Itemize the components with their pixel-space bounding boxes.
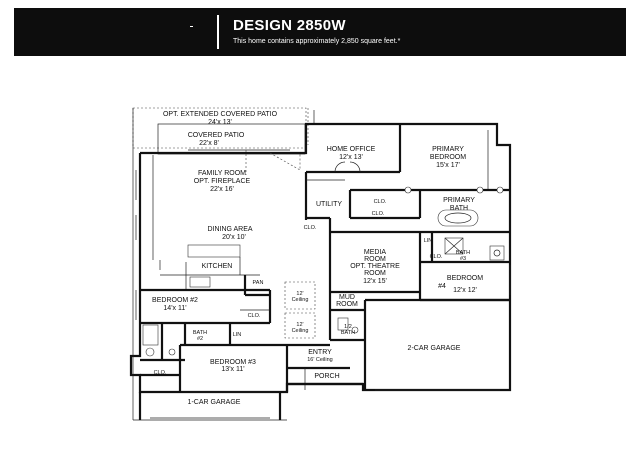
ceiling-height-2: 12' bbox=[296, 322, 303, 328]
banner-divider bbox=[217, 15, 219, 49]
closet-label-hall: CLO. bbox=[372, 211, 385, 217]
ceiling-height-1: 12' bbox=[296, 291, 303, 297]
primary-bath-label-2: BATH bbox=[450, 205, 468, 212]
entry-ceiling: 16' Ceiling bbox=[307, 357, 333, 363]
ext-patio-dim: 24'x 13' bbox=[208, 119, 232, 126]
primary-bath-label: PRIMARY bbox=[443, 197, 475, 204]
pantry-label: PAN bbox=[253, 280, 264, 286]
primary-bedroom-dim: 15'x 17' bbox=[436, 162, 460, 169]
theatre-label: OPT. THEATRE bbox=[350, 263, 400, 270]
fireplace-label: OPT. FIREPLACE bbox=[194, 178, 251, 185]
closet-label-bed3: CLO. bbox=[154, 370, 167, 376]
family-room-dim: 22'x 16' bbox=[210, 186, 234, 193]
theatre-label-2: ROOM bbox=[364, 270, 386, 277]
bath2-number: #2 bbox=[197, 336, 203, 342]
dining-label: DINING AREA bbox=[207, 226, 252, 233]
ceiling-word-1: Ceiling bbox=[292, 297, 309, 303]
kitchen-island bbox=[187, 244, 241, 258]
office-dim: 12'x 13' bbox=[339, 154, 363, 161]
ceiling-word-2: Ceiling bbox=[292, 328, 309, 334]
plan-subtitle: This home contains approximately 2,850 s… bbox=[233, 38, 401, 45]
media-room-label-2: ROOM bbox=[364, 256, 386, 263]
linen-label-hall: LIN bbox=[233, 332, 242, 338]
garage1-label: 1-CAR GARAGE bbox=[188, 399, 241, 406]
ext-patio-label: OPT. EXTENDED COVERED PATIO bbox=[163, 111, 278, 118]
patio-label: COVERED PATIO bbox=[188, 132, 245, 139]
primary-bedroom-label-2: BEDROOM bbox=[430, 154, 466, 161]
entry-label: ENTRY bbox=[308, 349, 332, 356]
mud-room-label: MUD bbox=[339, 294, 355, 301]
media-room-dim: 12'x 15' bbox=[363, 278, 387, 285]
primary-bedroom-label: PRIMARY bbox=[432, 146, 464, 153]
banner-tick-mark bbox=[190, 26, 193, 27]
half-bath-number: 1/2 bbox=[344, 324, 352, 330]
bedroom2-label: BEDROOM #2 bbox=[152, 297, 198, 304]
utility-label: UTILITY bbox=[316, 201, 342, 208]
bathtub-icon bbox=[437, 209, 479, 227]
bedroom3-dim: 13'x 11' bbox=[221, 366, 244, 373]
closet-label-bed2: CLO. bbox=[248, 313, 261, 319]
closet-label-utility: CLO. bbox=[374, 199, 387, 205]
header-banner: DESIGN 2850W This home contains approxim… bbox=[14, 8, 626, 56]
closet-label-bed4: CLO. bbox=[430, 254, 443, 260]
bath3-number: #3 bbox=[460, 256, 466, 262]
bedroom4-number: #4 bbox=[438, 283, 446, 290]
vanity-icon bbox=[489, 245, 505, 261]
bath3-label: BATH bbox=[456, 250, 470, 256]
covered-patio-outline bbox=[157, 123, 306, 155]
half-bath-label: BATH bbox=[341, 330, 355, 336]
bedroom3-label: BEDROOM #3 bbox=[210, 359, 256, 366]
garage2-label: 2-CAR GARAGE bbox=[408, 345, 461, 352]
bath2-label: BATH bbox=[193, 330, 207, 336]
porch-label: PORCH bbox=[314, 373, 339, 380]
media-room-label: MEDIA bbox=[364, 249, 387, 256]
dining-dim: 20'x 10' bbox=[222, 234, 246, 241]
mud-room-label-2: ROOM bbox=[336, 301, 358, 308]
family-room-label: FAMILY ROOM bbox=[198, 170, 246, 177]
plan-title: DESIGN 2850W bbox=[233, 17, 346, 34]
closet-label-family: CLO. bbox=[304, 225, 317, 231]
kitchen-label: KITCHEN bbox=[202, 263, 233, 270]
office-label: HOME OFFICE bbox=[327, 146, 376, 153]
bedroom4-label: BEDROOM bbox=[447, 275, 483, 282]
patio-dim: 22'x 8' bbox=[199, 140, 219, 147]
bedroom2-dim: 14'x 11' bbox=[163, 305, 186, 312]
linen-label-primary: LIN bbox=[424, 238, 433, 244]
bedroom4-dim: 12'x 12' bbox=[453, 287, 477, 294]
